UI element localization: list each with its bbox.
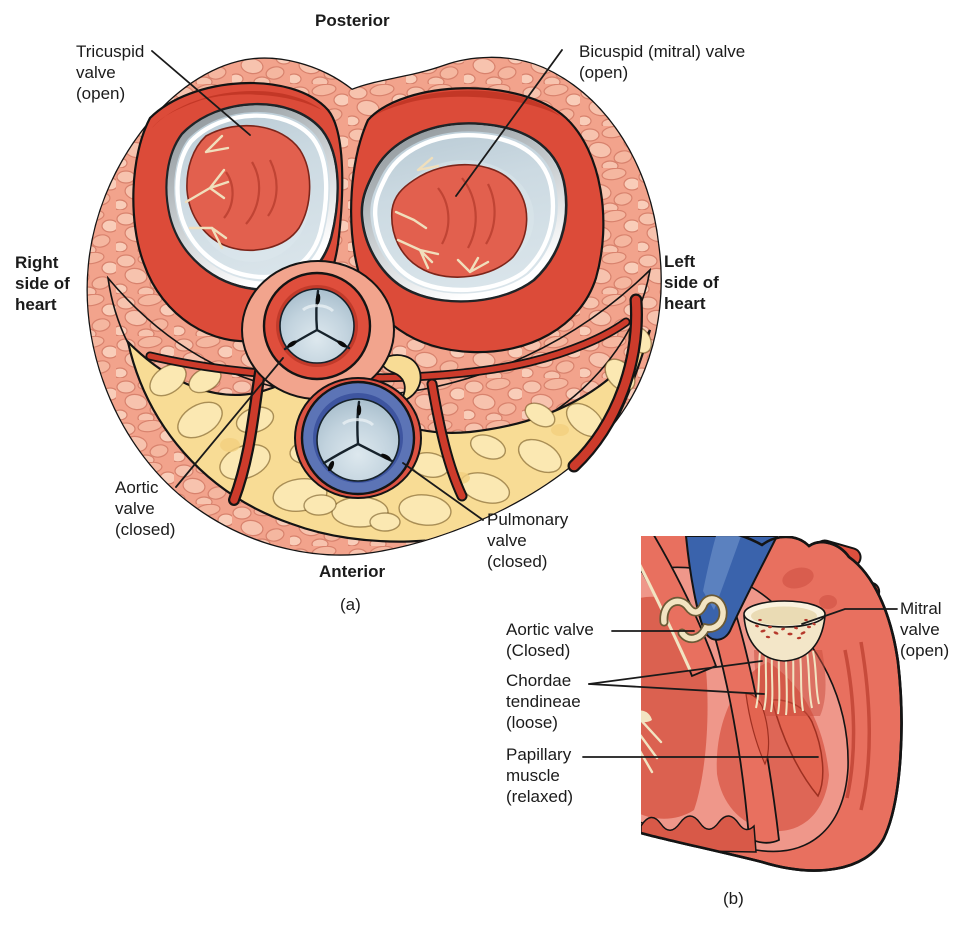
- panel-a-letter: (a): [340, 595, 361, 614]
- interventricular-septum: [701, 597, 780, 844]
- tricuspid-leaflets-blob: [186, 124, 311, 252]
- label-tricuspid-valve: Tricuspid valve (open): [76, 42, 145, 103]
- leader-pulmonary-a: [402, 462, 484, 521]
- label-chordae-tendineae: Chordae tendineae (loose): [506, 671, 581, 732]
- orientation-left-side-label: Left side of heart: [664, 252, 719, 313]
- leader-bicuspid: [455, 49, 563, 197]
- leader-chordae-2: [588, 683, 765, 695]
- leader-lines: [151, 49, 898, 758]
- panel-b-illustration: [641, 536, 903, 872]
- pulmonary-valve-closed: [294, 377, 422, 499]
- panel-a-illustration: [86, 56, 662, 556]
- mitral-valve-cup: [743, 600, 826, 662]
- heart-frontal-outline: [641, 536, 903, 872]
- bicuspid-leaflets-blob: [390, 163, 528, 278]
- leader-aortic-a: [175, 357, 284, 488]
- leader-tricuspid: [151, 50, 251, 136]
- tricuspid-valve-open: [165, 102, 339, 292]
- label-aortic-valve-a: Aortic valve (closed): [115, 478, 176, 539]
- papillary-muscles: [745, 693, 824, 798]
- coronary-vessels: [145, 293, 643, 506]
- label-aortic-valve-b: Aortic valve (Closed): [506, 620, 594, 660]
- panel-b-letter: (b): [723, 889, 744, 908]
- label-papillary-muscle: Papillary muscle (relaxed): [506, 745, 574, 806]
- label-mitral-valve: Mitral valve (open): [900, 599, 950, 660]
- bicuspid-chordae-fan: [394, 156, 490, 274]
- leader-chordae-1: [588, 660, 763, 685]
- aortic-valve-closed-cusp: [659, 594, 728, 644]
- orientation-posterior-label: Posterior: [315, 11, 390, 30]
- orientation-right-side-label: Right side of heart: [15, 253, 70, 314]
- tricuspid-chordae-fan: [184, 134, 230, 250]
- label-bicuspid-valve: Bicuspid (mitral) valve (open): [579, 42, 746, 82]
- valve-structures-b: [659, 594, 826, 798]
- label-pulmonary-valve: Pulmonary valve (closed): [487, 510, 569, 571]
- orientation-anterior-label: Anterior: [319, 562, 386, 581]
- pulmonary-trunk-blue-vessel: [684, 536, 779, 641]
- leader-mitral-b: [801, 608, 898, 625]
- bicuspid-valve-open: [360, 122, 568, 303]
